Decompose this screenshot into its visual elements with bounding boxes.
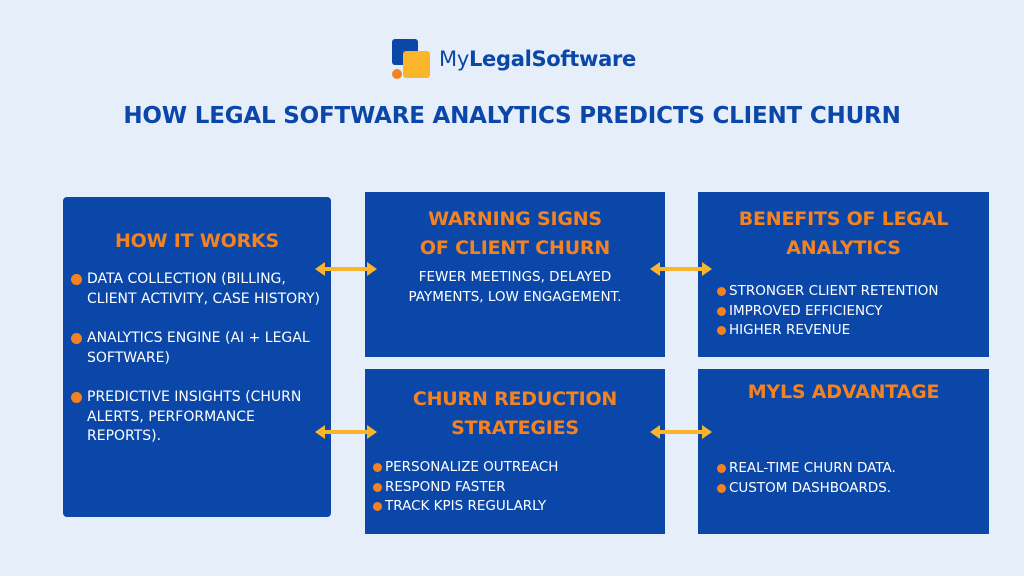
double-arrow-icon [650, 425, 712, 439]
bullet-dot-icon [71, 333, 82, 344]
warning-signs-description: FEWER MEETINGS, DELAYED PAYMENTS, LOW EN… [408, 269, 622, 305]
warning-signs-box: WARNING SIGNS OF CLIENT CHURN FEWER MEET… [365, 192, 665, 357]
list-item: IMPROVED EFFICIENCY [717, 302, 989, 322]
bullet-dot-icon [717, 287, 726, 296]
list-item: RESPOND FASTER [373, 478, 665, 498]
logo-mark-icon [390, 38, 435, 80]
how-it-works-title: HOW IT WORKS [114, 230, 280, 252]
warning-signs-title: WARNING SIGNS OF CLIENT CHURN [419, 208, 611, 259]
bullet-dot-icon [373, 502, 382, 511]
list-item: DATA COLLECTION (BILLING, CLIENT ACTIVIT… [71, 270, 331, 309]
bullet-dot-icon [717, 483, 726, 493]
double-arrow-icon [650, 262, 712, 276]
how-it-works-box: HOW IT WORKS DATA COLLECTION (BILLING, C… [63, 197, 331, 517]
churn-reduction-box: CHURN REDUCTION STRATEGIES PERSONALIZE O… [365, 369, 665, 534]
bullet-dot-icon [71, 274, 82, 285]
benefits-box: BENEFITS OF LEGAL ANALYTICS STRONGER CLI… [698, 192, 989, 357]
bullet-dot-icon [717, 326, 726, 335]
myls-advantage-title: MYLS ADVANTAGE [747, 381, 940, 403]
bullet-dot-icon [717, 306, 726, 316]
myls-advantage-box: MYLS ADVANTAGE REAL-TIME CHURN DATA. CUS… [698, 369, 989, 534]
benefits-list: STRONGER CLIENT RETENTION IMPROVED EFFIC… [698, 282, 989, 341]
benefits-title: BENEFITS OF LEGAL ANALYTICS [738, 208, 949, 259]
list-item: REAL-TIME CHURN DATA. [717, 459, 989, 479]
list-item: HIGHER REVENUE [717, 321, 989, 341]
list-item: PERSONALIZE OUTREACH [373, 458, 665, 478]
bullet-dot-icon [373, 463, 382, 472]
list-item: PREDICTIVE INSIGHTS (CHURN ALERTS, PERFO… [71, 388, 331, 447]
list-item: ANALYTICS ENGINE (AI + LEGAL SOFTWARE) [71, 329, 331, 368]
list-item: TRACK KPIS REGULARLY [373, 497, 665, 517]
page-title: HOW LEGAL SOFTWARE ANALYTICS PREDICTS CL… [123, 103, 901, 129]
double-arrow-icon [315, 425, 377, 439]
list-item: STRONGER CLIENT RETENTION [717, 282, 989, 302]
how-it-works-list: DATA COLLECTION (BILLING, CLIENT ACTIVIT… [63, 270, 331, 447]
double-arrow-icon [315, 262, 377, 276]
myls-advantage-list: REAL-TIME CHURN DATA. CUSTOM DASHBOARDS. [698, 459, 989, 498]
bullet-dot-icon [71, 392, 82, 403]
logo: MyLegalSoftware [390, 38, 636, 80]
churn-reduction-title: CHURN REDUCTION STRATEGIES [412, 388, 618, 439]
logo-wordmark: MyLegalSoftware [439, 47, 636, 71]
churn-reduction-list: PERSONALIZE OUTREACH RESPOND FASTER TRAC… [365, 458, 665, 517]
bullet-dot-icon [717, 464, 726, 473]
bullet-dot-icon [373, 482, 382, 492]
list-item: CUSTOM DASHBOARDS. [717, 479, 989, 499]
